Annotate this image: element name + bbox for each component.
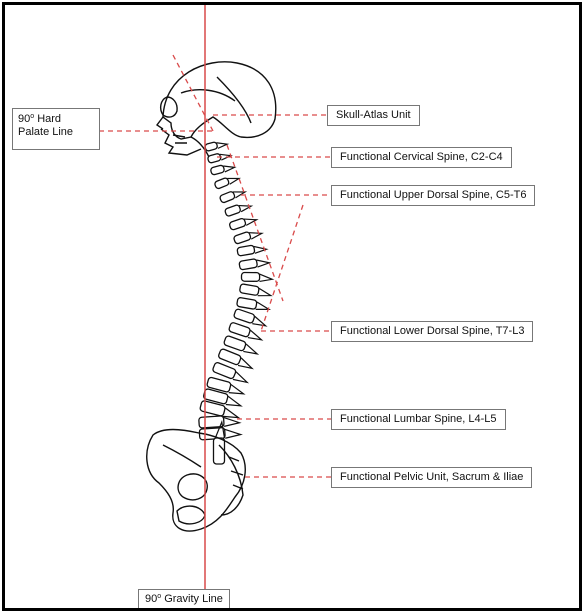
label-functional-lumbar-spine: Functional Lumbar Spine, L4-L5: [331, 409, 506, 430]
vertebra: [224, 201, 251, 217]
hard-palate-line1-rest: Hard: [34, 113, 61, 125]
pelvis-illustration: [147, 430, 246, 532]
upper-neck-angle-line: [173, 55, 213, 131]
label-functional-cervical-spine-text: Functional Cervical Spine, C2-C4: [340, 151, 503, 163]
vertebra: [205, 139, 228, 151]
vertebra: [239, 284, 272, 298]
vertebra: [214, 173, 240, 189]
spine-illustration: [199, 139, 273, 464]
label-functional-lower-dorsal-spine-text: Functional Lower Dorsal Spine, T7-L3: [340, 325, 524, 337]
label-functional-pelvic-unit: Functional Pelvic Unit, Sacrum & Iliae: [331, 467, 532, 488]
spine-diagram: [5, 5, 579, 608]
hard-palate-line2: Palate Line: [18, 126, 73, 138]
vertebra: [239, 257, 270, 270]
hard-palate-prefix: 90: [18, 113, 30, 125]
gravity-rest: Gravity Line: [161, 593, 223, 605]
gravity-line-label: 90o Gravity Line: [138, 589, 230, 610]
label-functional-pelvic-unit-text: Functional Pelvic Unit, Sacrum & Iliae: [340, 471, 523, 483]
vertebra: [237, 297, 271, 311]
vertebra: [241, 273, 272, 282]
label-functional-upper-dorsal-spine: Functional Upper Dorsal Spine, C5-T6: [331, 185, 535, 206]
vertebra: [210, 162, 235, 175]
label-skull-atlas-unit: Skull-Atlas Unit: [327, 105, 420, 126]
label-functional-upper-dorsal-spine-text: Functional Upper Dorsal Spine, C5-T6: [340, 189, 526, 201]
label-functional-lower-dorsal-spine: Functional Lower Dorsal Spine, T7-L3: [331, 321, 533, 342]
label-skull-atlas-unit-text: Skull-Atlas Unit: [336, 109, 411, 121]
label-functional-cervical-spine: Functional Cervical Spine, C2-C4: [331, 147, 512, 168]
gravity-prefix: 90: [145, 593, 157, 605]
vertebra: [237, 243, 267, 256]
dorsal-angle-line-2: [261, 205, 303, 331]
label-functional-lumbar-spine-text: Functional Lumbar Spine, L4-L5: [340, 413, 497, 425]
hard-palate-label: 90o Hard Palate Line: [12, 108, 100, 150]
